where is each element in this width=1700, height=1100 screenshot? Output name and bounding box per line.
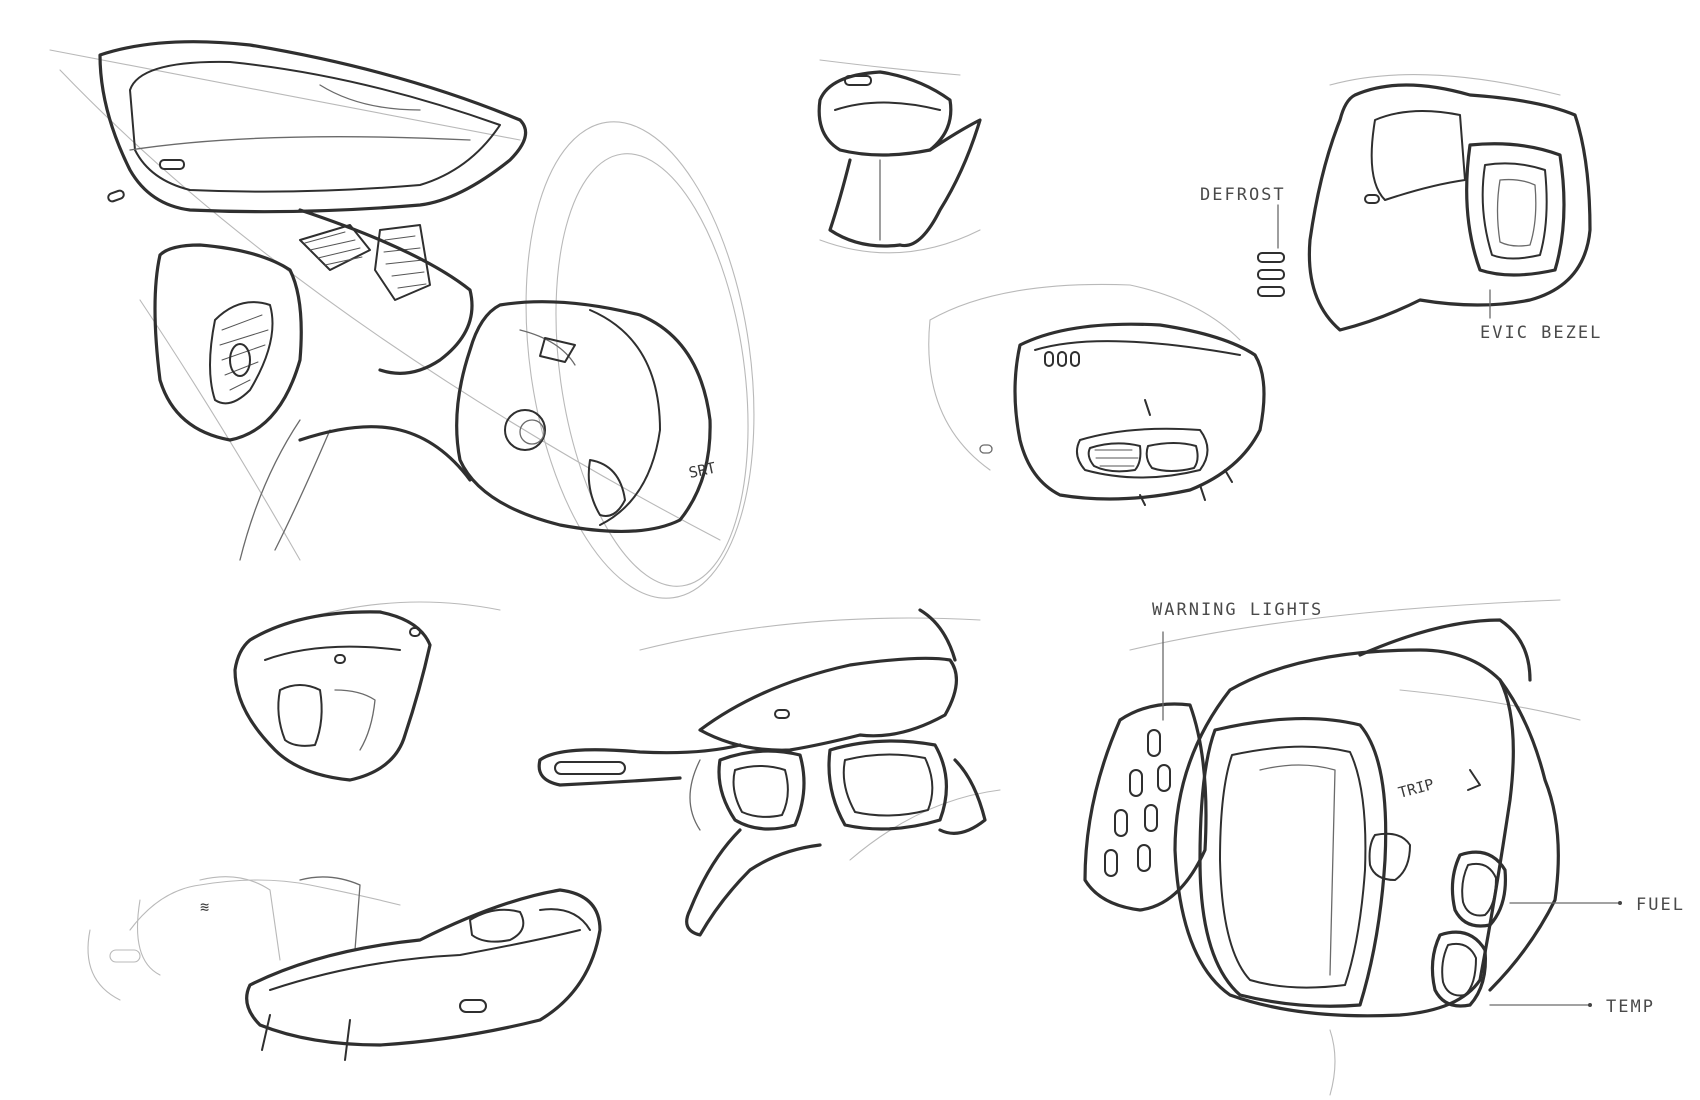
trip-text: TRIP (1396, 775, 1436, 802)
sketch-dash-bezel: ≋ (87, 876, 602, 1061)
fuel-label: FUEL (1636, 895, 1685, 915)
defrost-label: DEFROST (1200, 185, 1286, 205)
sketch-main-cluster: SRT (49, 40, 755, 599)
sketch-warning-cluster: TRIP WARNING LIGHTS FUEL TEMP (1083, 599, 1685, 1096)
temp-label: TEMP (1606, 997, 1655, 1017)
warning-lights-label: WARNING LIGHTS (1152, 600, 1323, 620)
sketch-evic-bezel: DEFROST EVIC BEZEL (1200, 74, 1602, 343)
sketch-winged-cluster (537, 608, 1001, 937)
dash-annotation: ≋ (200, 898, 209, 916)
sketch-small-pod (817, 59, 982, 254)
sketch-twin-dial-cluster (928, 283, 1266, 506)
evic-bezel-label: EVIC BEZEL (1480, 323, 1602, 343)
srt-badge-text: SRT (687, 459, 717, 482)
sketch-small-binnacle (233, 601, 501, 782)
